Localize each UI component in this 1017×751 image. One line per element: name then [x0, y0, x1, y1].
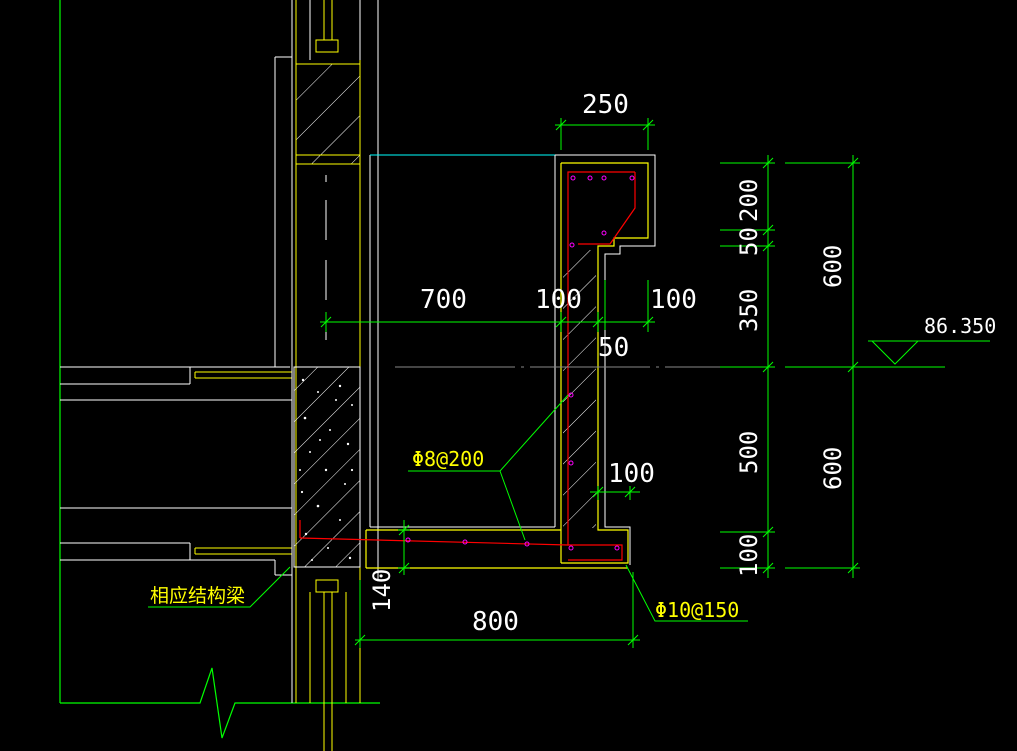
dim-v-600-bottom: 600 [819, 447, 847, 490]
beam-note-label: 相应结构梁 [150, 585, 245, 607]
main-wall [291, 0, 379, 703]
rebar-slab-label: Φ10@150 [655, 598, 739, 622]
dim-v-50: 50 [735, 227, 763, 256]
rebar-wall-label: Φ8@200 [412, 447, 484, 471]
dim-bottom-800: 800 [472, 607, 519, 637]
upper-wall-block [295, 63, 361, 340]
planter-concrete [365, 162, 649, 569]
dimension-lines [320, 118, 990, 648]
dim-v-200: 200 [735, 179, 763, 222]
dim-v-500: 500 [735, 431, 763, 474]
dim-v-350: 350 [735, 289, 763, 332]
dim-gap-100-right: 100 [650, 285, 697, 315]
dim-top-width: 250 [582, 90, 629, 120]
leader-lines [148, 394, 748, 622]
dim-slab-140: 140 [368, 569, 396, 612]
dim-gap-100-lower: 100 [608, 459, 655, 489]
structural-beam [293, 366, 361, 568]
dim-v-600-top: 600 [819, 245, 847, 288]
dim-gap-100-left: 100 [535, 285, 582, 315]
dim-gap-50: 50 [598, 333, 629, 363]
left-floor-slab-yellow [194, 371, 292, 555]
dim-span-700: 700 [420, 285, 467, 315]
planter-outer-outline [370, 154, 656, 565]
left-floor-slab [60, 56, 292, 576]
rebar-dots [405, 175, 635, 551]
rebar-lines [299, 171, 636, 561]
elevation-label: 86.350 [924, 314, 996, 338]
dim-v-100: 100 [735, 534, 763, 577]
left-outline [59, 0, 380, 739]
